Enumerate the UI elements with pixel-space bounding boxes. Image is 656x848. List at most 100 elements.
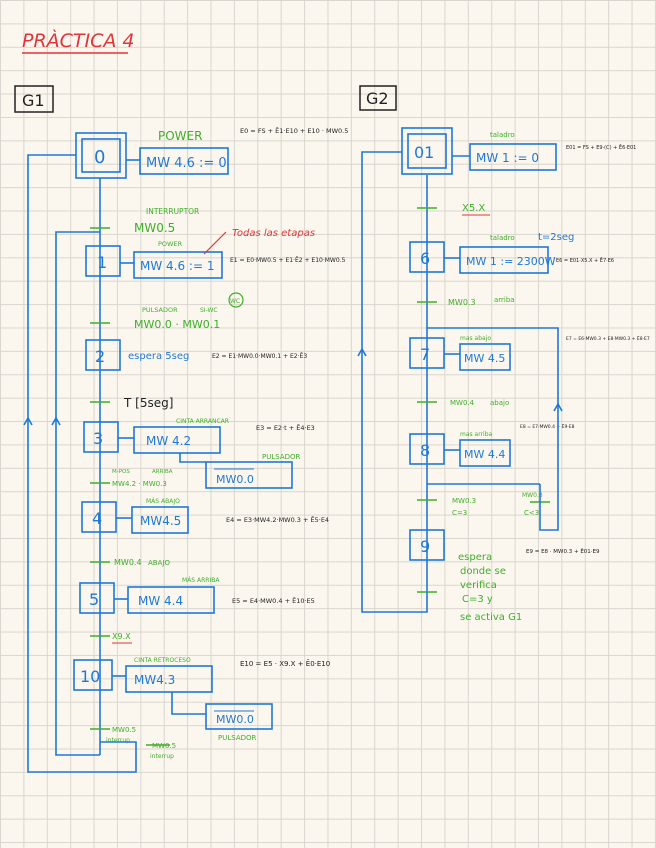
g1-action-3-text: MW 4.2	[146, 434, 191, 448]
eq-e6: E6 = E01·X5.X + Ē7·E6	[556, 257, 614, 264]
g2-transition-89a-sub: C=3	[452, 509, 467, 517]
g2-action-8-text: MW 4.4	[464, 448, 505, 461]
note-pulsador: PULSADOR	[142, 306, 178, 314]
g2-step-01-label: 01	[414, 143, 434, 162]
eq-e2: E2 = E1·MW0.0·MW0.1 + E2·Ē3	[212, 353, 307, 360]
g1-transition-45: MW0.4	[114, 558, 142, 567]
note-g2-arriba: arriba	[494, 296, 515, 304]
eq-e4: E4 = E3·MW4.2·MW0.3 + Ē5·E4	[226, 515, 329, 524]
g2-grafcet: G2 01 MW 1 := 0 taladro E01 = FS + E9·(C…	[357, 85, 650, 623]
g1-step-4-label: 4	[92, 509, 102, 528]
g2-action-7-text: MW 4.5	[464, 352, 505, 365]
g2-step-6-label: 6	[420, 249, 430, 268]
g1-step-3	[83, 421, 119, 453]
eq-e01: E01 = FS + E9·(C) + Ē6·E01	[566, 144, 636, 151]
note-pulsador-2: PULSADOR	[262, 453, 301, 461]
g1-action-3	[133, 426, 221, 454]
note-interrup-2: interrup	[150, 753, 174, 760]
g2-action-8	[459, 439, 511, 467]
g1-step-0-label: 0	[94, 147, 105, 168]
g1-step-2-label: 2	[95, 347, 105, 366]
g1-step-5	[79, 582, 115, 614]
g1-transition-34: MW4.2 · MW0.3	[112, 480, 167, 488]
g2-transition-78: MW0.4	[450, 399, 475, 407]
g1-action-5-text: MW 4.4	[138, 594, 183, 608]
note-todas-etapas: Todas las etapas	[232, 228, 315, 239]
g1-action-0	[139, 147, 229, 175]
g1-transition-510: X9.X	[112, 632, 131, 641]
g1-step-10	[73, 659, 113, 691]
g2-step-9-label: 9	[420, 537, 430, 556]
note-g2-mas-arriba: mas arriba	[460, 431, 493, 438]
g1-transition-100a: MW0.5	[112, 726, 136, 734]
g2-step-7-label: 7	[420, 345, 430, 364]
svg-text:verifica: verifica	[460, 580, 497, 591]
note-cinta-retroceso: CINTA RETROCESO	[134, 657, 191, 664]
g1-step-3-label: 3	[93, 429, 103, 448]
g2-transition-89a: MW0.3	[452, 497, 476, 505]
svg-text:C=3 y: C=3 y	[462, 594, 493, 605]
note-si-wc: SI-WC	[200, 307, 218, 314]
g1-label: G1	[22, 91, 45, 110]
g1-transition-12: MW0.0 · MW0.1	[134, 318, 220, 331]
g1-step-4	[81, 501, 117, 533]
g2-step-8	[409, 433, 445, 465]
note-mas-abajo: MÁS ABAJO	[146, 498, 180, 505]
g2-step-01	[401, 127, 453, 175]
g1-step-2	[85, 339, 121, 371]
g1-action-5	[127, 586, 215, 614]
g1-action-3b	[205, 461, 293, 489]
g1-action-3b-text: MW0.0	[216, 473, 254, 486]
g1-step-1-label: 1	[97, 253, 107, 272]
g2-transition-89b-sub: C<3	[524, 509, 539, 517]
eq-e10: E10 = E5 · X9.X + Ē0·E10	[240, 659, 330, 668]
g2-action-6	[459, 246, 549, 274]
eq-e5: E5 = E4·MW0.4 + Ē10·E5	[232, 596, 315, 605]
g1-action-1	[133, 251, 223, 279]
g1-transition-01: MW0.5	[134, 221, 175, 235]
note-taladro: taladro	[490, 131, 515, 139]
g1-grafcet: G1 0 MW 4.6 := 0 POWER E0 = FS + Ē1·E10 …	[14, 85, 348, 773]
g1-action-2-text: espera 5seg	[128, 351, 189, 362]
g1-action-1-text: MW 4.6 := 1	[140, 259, 214, 273]
g2-step-9	[409, 529, 445, 561]
g1-step-1	[85, 245, 121, 277]
g2-transition-016: X5.X	[462, 203, 485, 214]
g2-espera-note: espera donde se verifica C=3 y se activa…	[458, 552, 522, 623]
g1-step-10-label: 10	[80, 667, 100, 686]
page-title: PRÀCTICA 4	[22, 29, 135, 52]
g1-transition-23: T [5seg]	[123, 396, 173, 410]
eq-e7: E7 = E6·MW0.3 + E8·MW0.3 + Ē8·E7	[566, 335, 650, 342]
g2-step-6	[409, 241, 445, 273]
g1-action-10b	[205, 703, 273, 730]
g1-action-4-text: MW4.5	[140, 514, 181, 528]
g2-action-01	[469, 143, 557, 171]
g2-action-6-text: MW 1 := 2300W	[466, 255, 556, 268]
note-g2-abajo: abajo	[490, 399, 509, 407]
note-wc: WC	[230, 298, 240, 305]
svg-text:donde se: donde se	[460, 566, 506, 577]
eq-e1: E1 = E0·MW0.5 + E1·Ē2 + E10·MW0.5	[230, 257, 346, 264]
note-interrup: interrup	[106, 737, 130, 744]
g2-step-8-label: 8	[420, 441, 430, 460]
eq-e9: E9 = E8 · MW0.3 + Ē01·E9	[526, 548, 600, 555]
note-taladro-2: taladro	[490, 234, 515, 242]
note-abajo: ABAJO	[148, 559, 170, 567]
g1-action-4	[131, 506, 189, 534]
note-m-pos: M-POS	[112, 469, 130, 475]
eq-e8: E8 = E7·MW0.4 + Ē9·E8	[520, 423, 575, 430]
g1-action-10	[125, 665, 213, 693]
g1-action-10-text: MW4.3	[134, 673, 175, 687]
note-power-2: POWER	[158, 240, 183, 248]
note-power: POWER	[158, 129, 202, 143]
g2-action-7	[459, 343, 511, 371]
note-cinta-arrancar: CINTA ARRANCAR	[176, 418, 229, 425]
g1-step-5-label: 5	[89, 590, 99, 609]
note-interruptor: INTERRUPTOR	[146, 207, 199, 216]
svg-text:espera: espera	[458, 552, 492, 563]
note-arriba: ARRIBA	[152, 469, 173, 475]
g1-action-0-text: MW 4.6 := 0	[146, 156, 227, 171]
g2-transition-89b: MW0.3	[522, 492, 543, 499]
g2-action-01-text: MW 1 := 0	[476, 151, 539, 165]
